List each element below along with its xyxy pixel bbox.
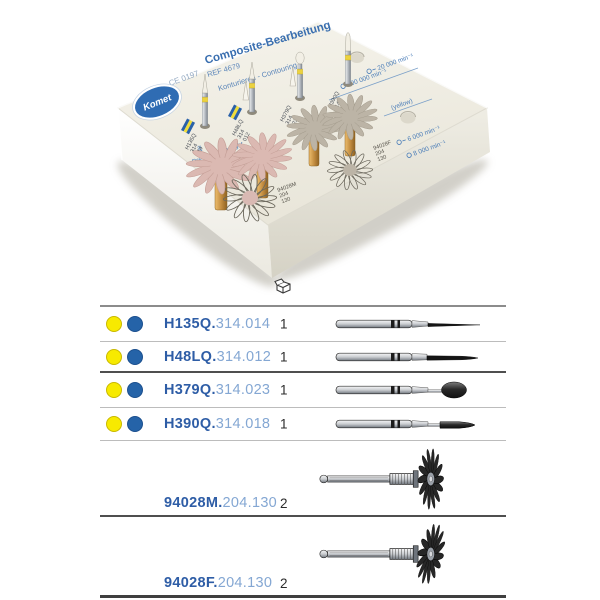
svg-text:314: 314 [285, 115, 295, 126]
table-row: H48LQ.314.012 1 [100, 342, 506, 371]
quantity: 2 [280, 576, 288, 591]
box-shadow [117, 159, 488, 287]
empty-hole [400, 112, 416, 124]
mounted-burs [200, 32, 353, 129]
product-code-bold: 94028M. [164, 495, 223, 511]
grey-wheel [315, 87, 385, 148]
blue-colour-dot [127, 382, 143, 398]
product-code-light: 314.014 [215, 315, 271, 332]
blue-colour-dot [127, 348, 143, 365]
svg-text:130: 130 [281, 196, 292, 205]
table-divider [100, 515, 506, 517]
product-code: 94028M.204.130 [164, 495, 277, 511]
table-divider [100, 595, 506, 598]
product-code: H379Q.314.023 [164, 382, 270, 398]
product-code-bold: H135Q. [164, 315, 216, 332]
pink-wheel [224, 125, 300, 190]
colour-stripe-tag [181, 118, 196, 135]
empty-hole [350, 53, 364, 63]
yellow-colour-dot [106, 348, 122, 365]
product-code: 94028F.204.130 [164, 575, 272, 591]
product-code-light: 314.012 [216, 348, 272, 365]
product-photo: CE 0197 Komet Composite-Bearbeitung REF … [117, 19, 490, 287]
pink-wheel [176, 128, 265, 204]
grey-wheel [279, 98, 349, 159]
table-row: 94028M.204.130 2 [100, 442, 506, 515]
table-divider [100, 305, 506, 307]
torpedo-bur-image [335, 352, 479, 361]
table-row: H135Q.314.014 1 [100, 306, 506, 341]
svg-text:314: 314 [237, 129, 247, 140]
package-icon [272, 276, 294, 296]
box-right-face [268, 108, 490, 278]
product-code-light: 204.130 [217, 575, 273, 591]
table-divider [100, 407, 506, 408]
blue-colour-dot [127, 416, 143, 432]
svg-text:204: 204 [279, 191, 290, 200]
komet-logo: Komet [132, 83, 182, 121]
quantity: 1 [280, 416, 288, 432]
box-left-face [118, 108, 272, 278]
product-code-bold: 94028F. [164, 575, 218, 591]
diamond-disc-image [319, 443, 456, 515]
quantity: 1 [280, 316, 288, 331]
printed-bur-outline [289, 66, 296, 87]
table-row: H390Q.314.018 1 [100, 408, 506, 440]
yellow-colour-dot [106, 416, 122, 432]
table-row: H379Q.314.023 1 [100, 373, 506, 407]
svg-text:204: 204 [375, 149, 386, 158]
egg-bur-image [335, 381, 467, 399]
product-code-light: 204.130 [222, 495, 278, 511]
product-code-bold: H390Q. [164, 416, 216, 432]
yellow-colour-dot [106, 315, 122, 332]
quantity: 2 [280, 496, 288, 511]
polishing-wheels [176, 87, 385, 211]
product-code: H390Q.314.018 [164, 416, 270, 432]
yellow-colour-dot [106, 382, 122, 398]
printed-bur-outline [242, 80, 249, 101]
product-code-light: 314.023 [215, 382, 271, 398]
table-row: 94028F.204.130 2 [100, 517, 506, 595]
svg-text:130: 130 [377, 154, 388, 163]
product-code: H135Q.314.014 [164, 316, 270, 332]
quantity: 1 [280, 349, 288, 364]
blue-colour-dot [127, 315, 143, 332]
product-code-light: 314.018 [215, 416, 271, 432]
quantity: 1 [280, 382, 288, 398]
table-divider [100, 440, 506, 441]
product-code-bold: H379Q. [164, 382, 216, 398]
svg-text:314: 314 [190, 143, 200, 154]
table-divider [100, 371, 506, 373]
caption-side: Ve [196, 144, 205, 154]
product-code-bold: H48LQ. [164, 348, 217, 365]
svg-text:012: 012 [242, 132, 252, 143]
product-code: H48LQ.314.012 [164, 349, 271, 365]
colour-stripe-tag [228, 104, 243, 121]
diamond-disc-image [319, 518, 456, 590]
needle-bur-image [335, 319, 481, 328]
table-divider [100, 341, 506, 342]
bullet-bur-image [335, 419, 476, 429]
